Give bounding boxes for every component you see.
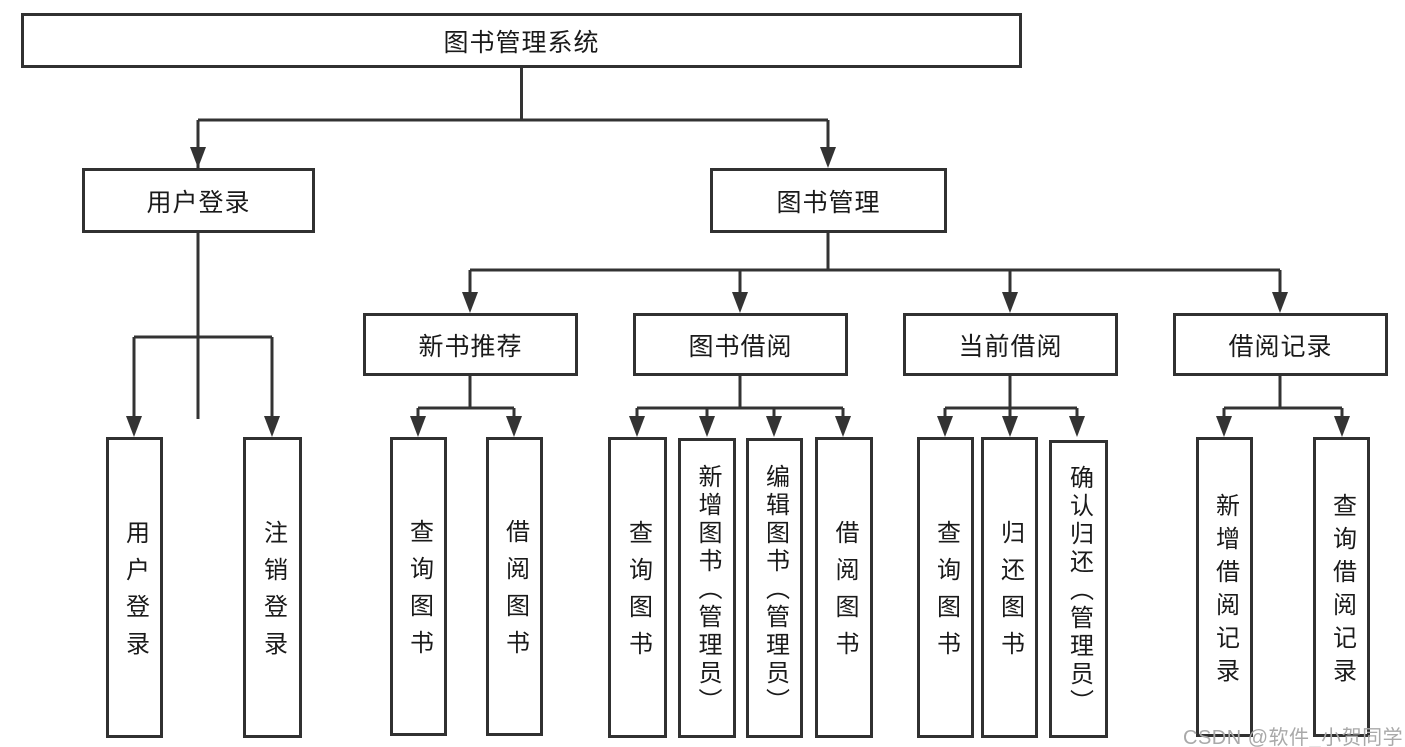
node-root-label: 图书管理系统 [443, 28, 600, 57]
node-new-book-rec-label: 新书推荐 [418, 332, 523, 361]
node-borrow-records-label: 借阅记录 [1228, 332, 1333, 361]
leaf-bb-query-book-label: 查询图书 [624, 520, 652, 668]
csdn-watermark: CSDN @软件_小贺同学 [1183, 727, 1404, 747]
node-book-borrow: 图书借阅 [633, 313, 848, 376]
leaf-user-login: 用户登录 [106, 437, 163, 738]
leaf-bb-add-book-label: 新增图书（管理员） [694, 464, 721, 716]
arrowheads [126, 147, 1350, 437]
leaf-cb-return-book: 归还图书 [981, 437, 1038, 738]
node-book-borrow-label: 图书借阅 [688, 332, 793, 361]
node-new-book-rec: 新书推荐 [363, 313, 578, 376]
leaf-user-login-label: 用户登录 [121, 520, 149, 668]
leaf-bb-edit-book-label: 编辑图书（管理员） [761, 464, 789, 716]
leaf-br-query-record-label: 查询借阅记录 [1328, 492, 1356, 691]
node-user-login: 用户登录 [82, 168, 315, 233]
leaf-bb-edit-book: 编辑图书（管理员） [746, 438, 803, 738]
node-book-mgmt: 图书管理 [710, 168, 947, 233]
leaf-bb-query-book: 查询图书 [608, 437, 667, 738]
leaf-nbr-borrow-book: 借阅图书 [486, 437, 543, 736]
leaf-nbr-query-book: 查询图书 [390, 437, 447, 736]
node-borrow-records: 借阅记录 [1173, 313, 1388, 376]
leaf-cb-confirm-return: 确认归还（管理员） [1049, 440, 1108, 738]
leaf-cb-return-book-label: 归还图书 [996, 520, 1024, 668]
node-user-login-label: 用户登录 [146, 188, 251, 217]
node-book-mgmt-label: 图书管理 [776, 188, 881, 217]
leaf-nbr-query-book-label: 查询图书 [405, 519, 433, 667]
leaf-cb-query-book-label: 查询图书 [932, 520, 960, 668]
leaf-bb-add-book: 新增图书（管理员） [678, 438, 736, 738]
leaf-nbr-borrow-book-label: 借阅图书 [501, 519, 529, 667]
node-current-borrow: 当前借阅 [903, 313, 1118, 376]
leaf-br-add-record-label: 新增借阅记录 [1211, 492, 1239, 691]
node-root: 图书管理系统 [21, 13, 1022, 68]
leaf-logout: 注销登录 [243, 437, 302, 738]
leaf-br-add-record: 新增借阅记录 [1196, 437, 1253, 737]
leaf-cb-query-book: 查询图书 [917, 437, 974, 738]
node-current-borrow-label: 当前借阅 [958, 332, 1063, 361]
leaf-br-query-record: 查询借阅记录 [1313, 437, 1370, 737]
leaf-bb-borrow-book-label: 借阅图书 [831, 520, 858, 668]
leaf-bb-borrow-book: 借阅图书 [815, 437, 873, 738]
leaf-cb-confirm-return-label: 确认归还（管理员） [1065, 465, 1093, 717]
leaf-logout-label: 注销登录 [259, 520, 287, 668]
